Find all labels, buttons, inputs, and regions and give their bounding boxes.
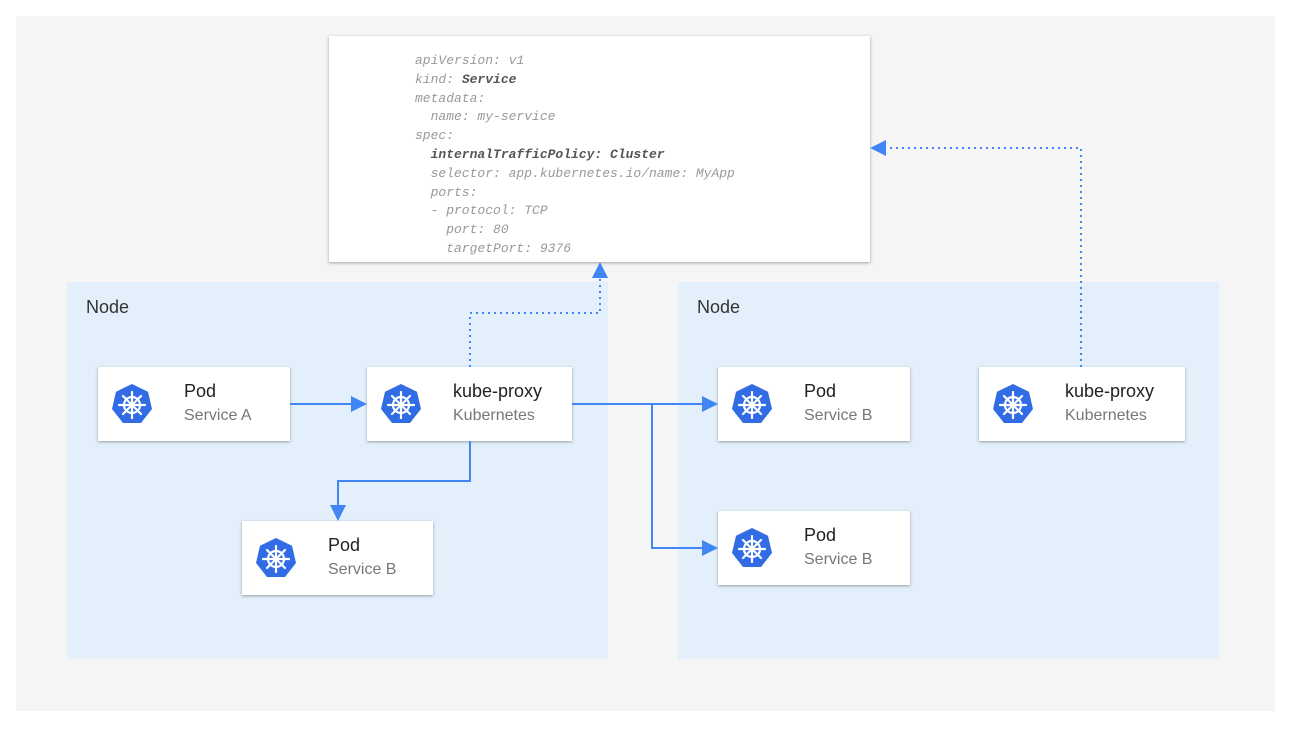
card-subtitle: Kubernetes: [453, 407, 535, 424]
node-label: Node: [697, 297, 741, 317]
kubernetes-helm-icon: [993, 384, 1033, 423]
card-subtitle: Service B: [328, 561, 397, 578]
card-subtitle: Service B: [804, 551, 873, 568]
service-yaml-box: apiVersion: v1 kind: Service metadata: n…: [329, 36, 870, 262]
card-subtitle: Service A: [184, 407, 252, 424]
kubernetes-helm-icon: [732, 528, 772, 567]
card-title: Pod: [328, 535, 361, 555]
node-right: Node: [678, 282, 1219, 659]
kubernetes-helm-icon: [381, 384, 421, 423]
dotted-proxy-to-service: [469, 262, 608, 367]
card-subtitle: Service B: [804, 407, 873, 424]
card-title: Pod: [804, 525, 837, 545]
kubernetes-helm-icon: [112, 384, 152, 423]
node-left: Node: [67, 282, 608, 659]
kubernetes-helm-icon: [732, 384, 772, 423]
card-subtitle: Kubernetes: [1065, 407, 1147, 424]
card-title: kube-proxy: [1065, 381, 1155, 401]
kubernetes-helm-icon: [256, 538, 296, 577]
yaml-code: apiVersion: v1 kind: Service metadata: n…: [415, 53, 735, 256]
card-title: Pod: [184, 381, 217, 401]
card-title: kube-proxy: [453, 381, 543, 401]
dotted-proxy2-to-service: [870, 140, 1082, 367]
arrow-proxy-to-podB-left: [330, 441, 471, 521]
node-label: Node: [86, 297, 130, 317]
card-title: Pod: [804, 381, 837, 401]
arrow-proxy-to-podB-right2: [651, 404, 718, 556]
